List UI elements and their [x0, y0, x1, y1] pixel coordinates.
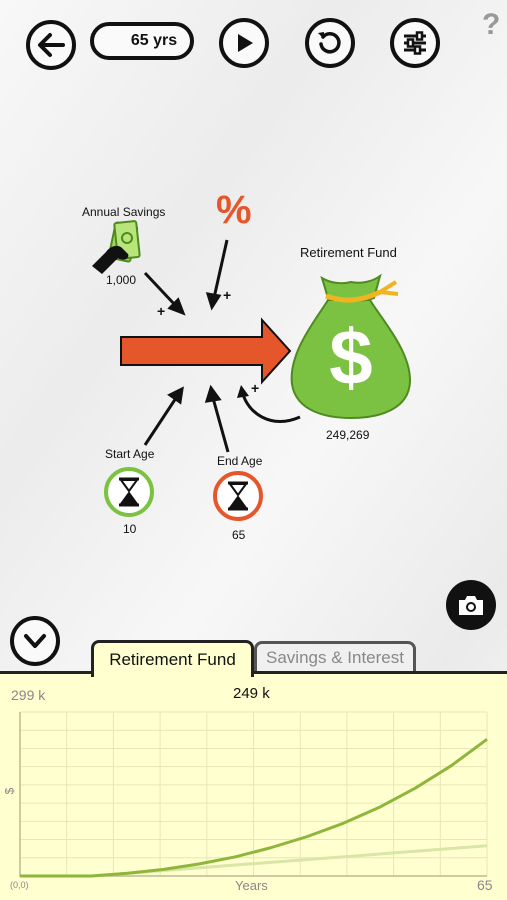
start-age-value: 10 [123, 522, 137, 536]
hourglass-icon [119, 477, 139, 507]
x-max-label: 65 [477, 877, 493, 893]
origin-label: (0,0) [10, 880, 29, 890]
svg-text:$: $ [329, 313, 372, 401]
flow-arrow [120, 317, 292, 385]
camera-icon [459, 596, 483, 615]
annual-savings-label: Annual Savings [82, 205, 166, 219]
interest-percent-icon[interactable]: % [216, 188, 252, 232]
flow-diagram [120, 239, 301, 453]
money-bag-icon[interactable]: $ [288, 272, 414, 422]
end-age-button[interactable] [213, 471, 263, 521]
series-line-retirement-fund [20, 738, 488, 878]
tab-retirement-fund[interactable]: Retirement Fund [91, 640, 254, 677]
y-max-label: 299 k [11, 687, 46, 703]
hourglass-icon [228, 481, 248, 511]
plus-sign: + [157, 303, 166, 319]
age-display[interactable]: 65 yrs [90, 22, 194, 60]
x-axis-label: Years [235, 878, 268, 893]
back-button[interactable] [26, 20, 76, 70]
plus-sign: + [251, 380, 260, 396]
reset-icon [318, 32, 341, 54]
annual-savings-value: 1,000 [106, 273, 137, 287]
camera-button[interactable] [446, 580, 496, 630]
settings-button[interactable] [390, 18, 440, 68]
arrow-left-icon [38, 33, 65, 57]
current-value-label: 249 k [233, 685, 270, 702]
end-age-value: 65 [232, 528, 246, 542]
help-button[interactable]: ? [482, 8, 501, 41]
play-icon [238, 34, 253, 52]
collapse-button[interactable] [10, 616, 60, 666]
end-age-label: End Age [217, 454, 263, 468]
reset-button[interactable] [305, 18, 355, 68]
plus-sign: + [223, 287, 232, 303]
play-button[interactable] [219, 18, 269, 68]
start-age-button[interactable] [104, 467, 154, 517]
chevron-down-icon [24, 634, 46, 648]
start-age-label: Start Age [105, 447, 155, 461]
sliders-icon [404, 31, 426, 55]
retirement-fund-label: Retirement Fund [300, 245, 397, 260]
tab-savings-interest[interactable]: Savings & Interest [254, 641, 416, 672]
retirement-fund-value: 249,269 [326, 428, 370, 442]
money-hand-icon[interactable] [88, 218, 148, 276]
